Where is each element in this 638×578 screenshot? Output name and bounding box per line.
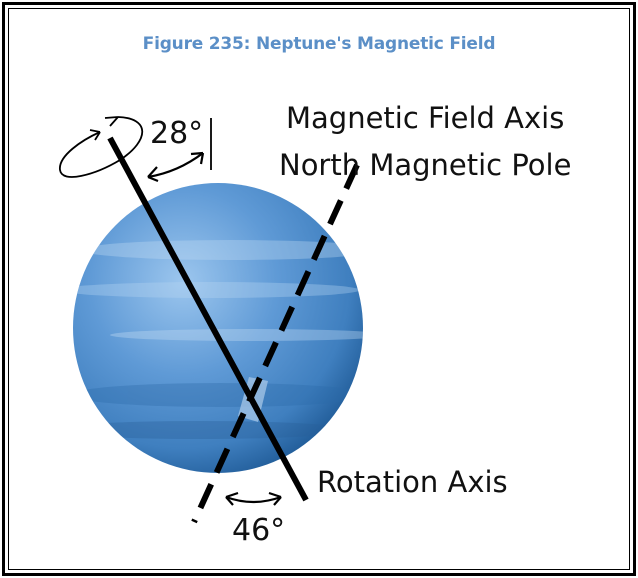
neptune-planet <box>73 183 363 473</box>
rotation-arrow-icon <box>59 116 144 178</box>
tilt-angle-label: 28° <box>150 116 203 151</box>
north-magnetic-pole-label: North Magnetic Pole <box>279 148 571 182</box>
inner-border <box>8 8 630 570</box>
tilt-angle-arc-icon <box>147 151 205 183</box>
rotation-axis-line <box>107 136 309 502</box>
rotation-axis-label: Rotation Axis <box>317 465 508 499</box>
magnetic-field-axis-label: Magnetic Field Axis <box>286 101 564 135</box>
magnetic-field-axis-line <box>191 163 360 524</box>
offset-angle-arc-icon <box>225 491 282 506</box>
figure-caption: Figure 235: Neptune's Magnetic Field <box>142 34 496 54</box>
offset-angle-label: 46° <box>232 513 285 548</box>
